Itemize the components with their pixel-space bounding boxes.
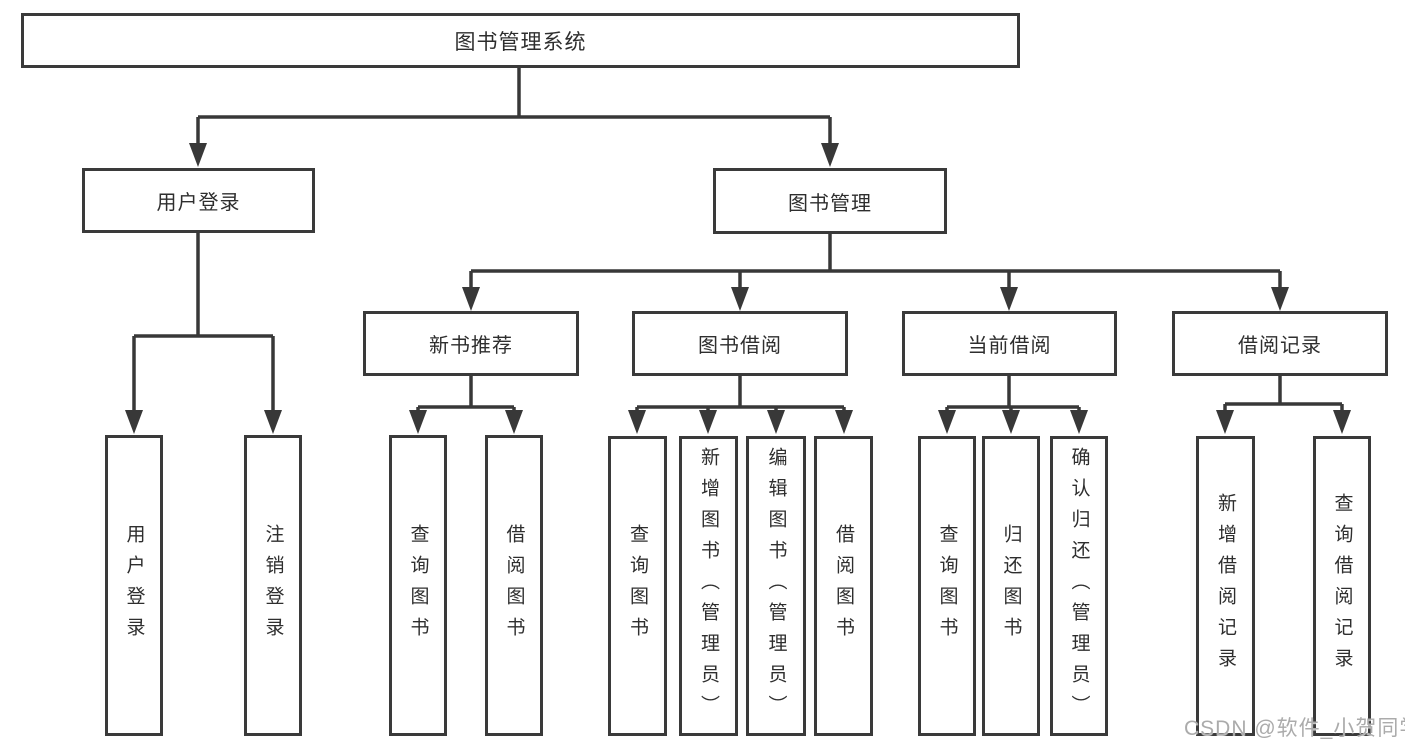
connector-borrowing-records-to-leaves (1216, 375, 1351, 434)
connector-user-login-to-leaves (125, 233, 282, 434)
node-book-borrowing: 图书借阅 (632, 311, 848, 376)
leaf-borrow-books-borrowing: 借阅图书 (814, 436, 873, 736)
node-borrowing-records: 借阅记录 (1172, 311, 1388, 376)
connector-book-borrowing-to-leaves (628, 375, 853, 434)
node-user-login: 用户登录 (82, 168, 315, 233)
leaf-confirm-return-admin: 确认归还（管理员） (1050, 436, 1108, 736)
node-new-book-recommend: 新书推荐 (363, 311, 579, 376)
leaf-query-books-recommend: 查询图书 (389, 435, 447, 736)
leaf-query-borrow-record: 查询借阅记录 (1313, 436, 1371, 736)
watermark-text: CSDN @软件_小贺同学 (1184, 717, 1405, 740)
connector-root-to-level2 (189, 67, 839, 167)
leaf-query-books-borrowing: 查询图书 (608, 436, 667, 736)
leaf-borrow-books-recommend: 借阅图书 (485, 435, 543, 736)
node-library-management-system: 图书管理系统 (21, 13, 1020, 68)
connector-current-borrowing-to-leaves (938, 375, 1088, 434)
node-current-borrowing: 当前借阅 (902, 311, 1117, 376)
leaf-add-book-admin: 新增图书（管理员） (679, 436, 738, 736)
node-book-management: 图书管理 (713, 168, 947, 234)
leaf-add-borrow-record: 新增借阅记录 (1196, 436, 1255, 736)
connector-new-book-recommend-to-leaves (409, 375, 523, 434)
leaf-logout: 注销登录 (244, 435, 302, 736)
leaf-query-books-current: 查询图书 (918, 436, 976, 736)
leaf-edit-book-admin: 编辑图书（管理员） (746, 436, 806, 736)
connector-book-management-to-level3 (462, 233, 1289, 311)
leaf-user-login: 用户登录 (105, 435, 163, 736)
leaf-return-books: 归还图书 (982, 436, 1040, 736)
